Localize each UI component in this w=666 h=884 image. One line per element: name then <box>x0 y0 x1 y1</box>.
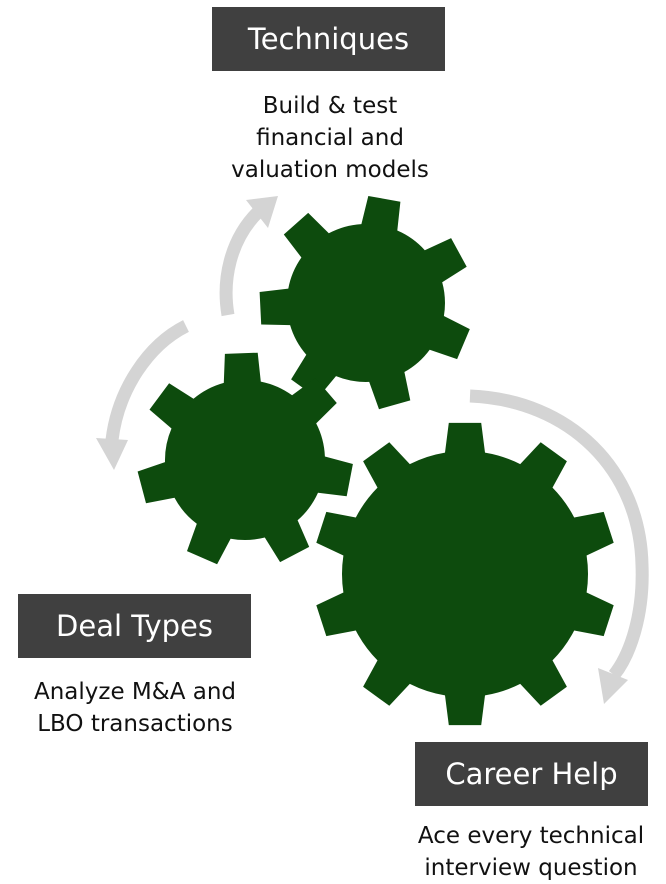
techniques-description-line: valuation models <box>231 157 429 183</box>
techniques-description-line: Build & test <box>262 93 398 119</box>
arrow-right-icon <box>469 389 649 704</box>
cycle-arrows <box>96 196 649 704</box>
deal-types-description-line: LBO transactions <box>37 711 233 737</box>
techniques-description-line: financial and <box>256 125 404 151</box>
deal-types-label: Deal Types <box>18 594 251 658</box>
gear-icon-left <box>137 352 353 565</box>
career-help-label: Career Help <box>415 742 648 806</box>
arrow-left-icon <box>96 320 190 470</box>
gear-icon-large <box>316 422 614 726</box>
arrow-top-icon <box>219 196 278 317</box>
techniques-label: Techniques <box>212 7 445 71</box>
career-help-description-line: Ace every technical <box>417 823 645 849</box>
career-help-description-line: interview question <box>424 855 638 881</box>
gear-icon-top <box>259 196 470 410</box>
gears <box>137 196 614 726</box>
deal-types-description-line: Analyze M&A and <box>33 679 237 705</box>
deal-types-description: Analyze M&A and LBO transactions <box>0 676 270 740</box>
techniques-description: Build & test financial and valuation mod… <box>190 90 470 186</box>
career-help-description: Ace every technical interview question <box>396 820 666 884</box>
